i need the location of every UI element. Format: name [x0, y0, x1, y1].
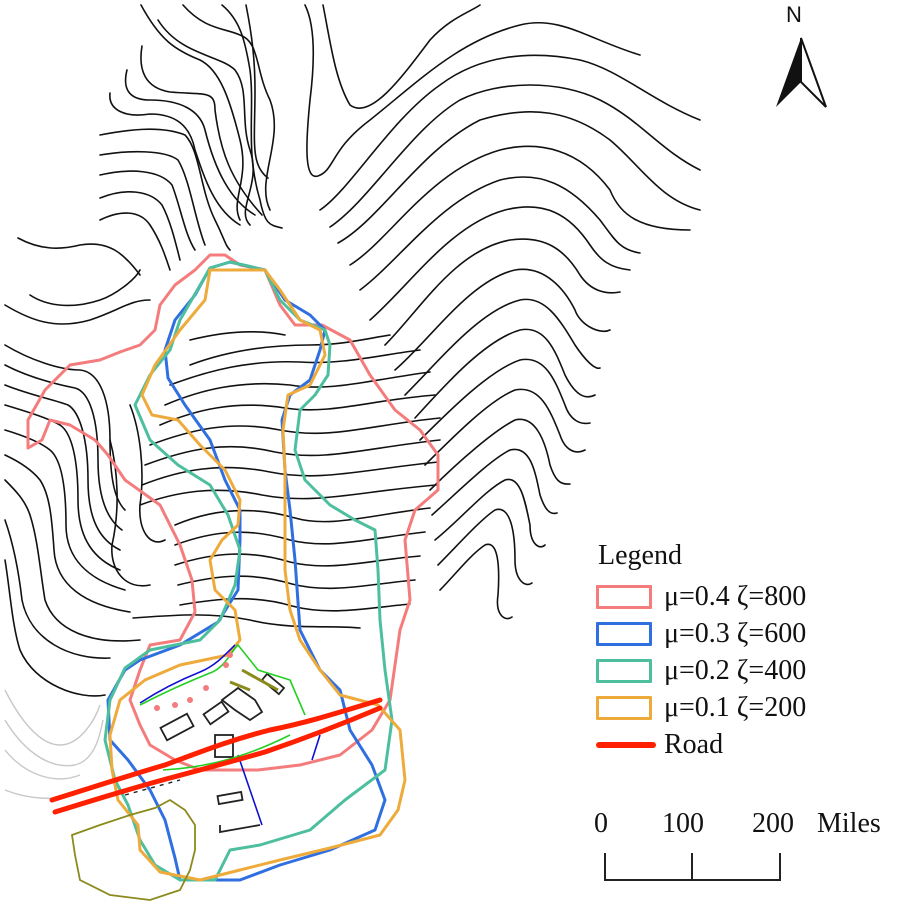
legend-swatch: [596, 658, 652, 683]
legend-item-mu01: μ=0.1 ζ=200: [596, 689, 896, 726]
legend: Legend μ=0.4 ζ=800 μ=0.3 ζ=600 μ=0.2 ζ=4…: [596, 538, 896, 763]
legend-item-mu03: μ=0.3 ζ=600: [596, 615, 896, 652]
north-arrow-icon: [776, 37, 827, 108]
scale-tick-100: 100: [662, 808, 704, 839]
legend-item-mu04: μ=0.4 ζ=800: [596, 578, 896, 615]
legend-swatch: [596, 695, 652, 720]
legend-swatch: [596, 621, 652, 646]
debris-outline: [71, 798, 196, 901]
road: [49, 697, 383, 815]
legend-label: Road: [664, 728, 724, 760]
legend-label: μ=0.1 ζ=200: [664, 691, 807, 723]
buildings: [159, 672, 286, 834]
legend-label: μ=0.4 ζ=800: [664, 580, 807, 612]
north-label: N: [786, 2, 802, 27]
zone-mu03: [106, 260, 387, 882]
scale-bar: 0 100 200 Miles: [592, 808, 901, 888]
zone-mu01: [108, 268, 407, 882]
scale-bar-line: [604, 853, 781, 881]
streams: [124, 643, 321, 826]
tree-markers: [154, 652, 233, 711]
legend-label: μ=0.2 ζ=400: [664, 654, 807, 686]
scale-tick-0: 0: [594, 808, 608, 839]
legend-item-mu02: μ=0.2 ζ=400: [596, 652, 896, 689]
road-line-swatch: [596, 741, 656, 748]
legend-item-road: Road: [596, 726, 896, 763]
legend-label: μ=0.3 ζ=600: [664, 617, 807, 649]
scale-tick-200: 200: [752, 808, 794, 839]
faded-contours: [4, 689, 104, 799]
zone-mu04: [26, 253, 440, 772]
legend-title: Legend: [598, 540, 682, 571]
scale-unit: Miles: [817, 808, 881, 839]
legend-swatch: [596, 584, 652, 609]
zone-mu02: [103, 260, 394, 882]
north-arrow: N: [768, 2, 828, 112]
